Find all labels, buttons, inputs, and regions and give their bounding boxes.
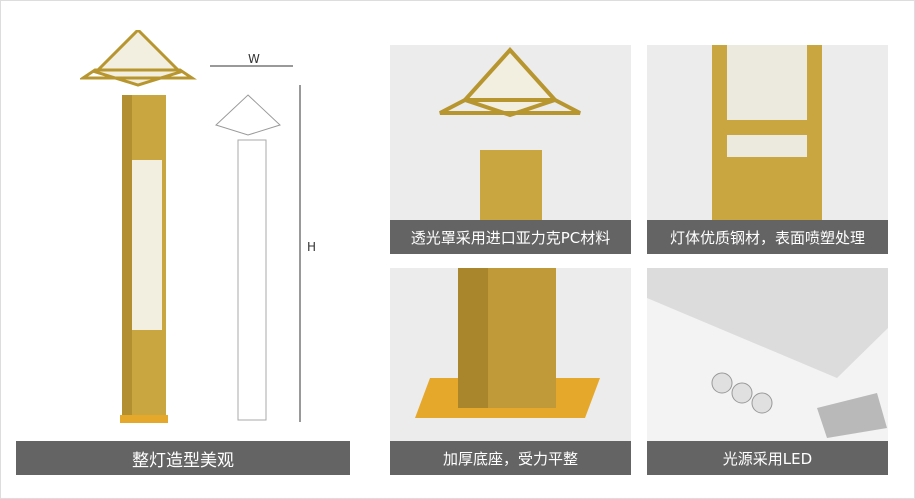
detail-panel-led: 光源采用LED [647, 268, 888, 475]
detail-caption: 灯体优质钢材，表面喷塑处理 [647, 220, 888, 254]
main-caption: 整灯造型美观 [16, 441, 350, 475]
detail-caption: 光源采用LED [647, 441, 888, 475]
lamp-illustration [80, 30, 197, 423]
detail-panel-base: 加厚底座，受力平整 [390, 268, 631, 475]
detail-caption: 透光罩采用进口亚力克PC材料 [390, 220, 631, 254]
detail-panel-lampshade: 透光罩采用进口亚力克PC材料 [390, 45, 631, 254]
lamp-outline-drawing [210, 65, 301, 422]
detail-caption: 加厚底座，受力平整 [390, 441, 631, 475]
width-label: W [248, 52, 260, 66]
detail-panel-body: 灯体优质钢材，表面喷塑处理 [647, 45, 888, 254]
height-label: H [307, 240, 317, 254]
